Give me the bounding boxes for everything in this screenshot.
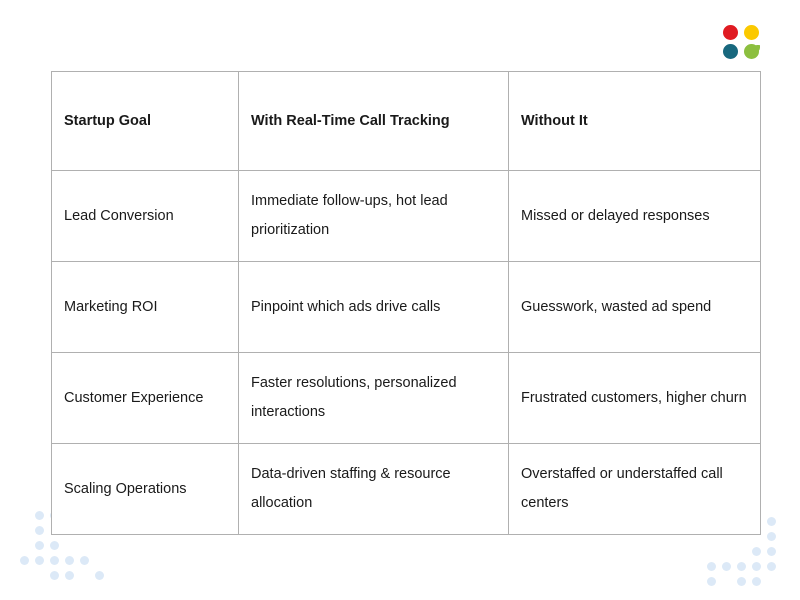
decor-dot — [722, 562, 731, 571]
cell-without: Frustrated customers, higher churn — [508, 352, 761, 444]
decor-dot — [722, 547, 731, 556]
decor-dot — [767, 547, 776, 556]
decor-dot — [737, 562, 746, 571]
comparison-table-container: Startup Goal With Real-Time Call Trackin… — [51, 71, 761, 535]
decor-dot — [80, 556, 89, 565]
decor-dot — [80, 571, 89, 580]
decor-dot — [737, 547, 746, 556]
decor-dot-row — [707, 547, 782, 562]
cell-without: Missed or delayed responses — [508, 170, 761, 262]
decor-dot — [767, 562, 776, 571]
decor-dot — [707, 577, 716, 586]
decor-dot-row — [707, 577, 782, 592]
cell-without: Overstaffed or understaffed call centers — [508, 443, 761, 535]
decor-dot — [65, 541, 74, 550]
decor-dot — [767, 532, 776, 541]
table-row: Scaling Operations Data-driven staffing … — [51, 443, 761, 535]
decor-dot — [707, 562, 716, 571]
decor-dot — [65, 571, 74, 580]
decor-dot-row — [707, 562, 782, 577]
cell-with-tracking: Faster resolutions, personalized interac… — [238, 352, 509, 444]
table-row: Customer Experience Faster resolutions, … — [51, 352, 761, 444]
decor-dot — [752, 562, 761, 571]
table-row: Marketing ROI Pinpoint which ads drive c… — [51, 261, 761, 353]
cell-with-tracking: Pinpoint which ads drive calls — [238, 261, 509, 353]
logo-dot-green — [744, 44, 760, 59]
table-body: Lead Conversion Immediate follow-ups, ho… — [51, 170, 761, 535]
cell-goal: Customer Experience — [51, 352, 239, 444]
table-row: Lead Conversion Immediate follow-ups, ho… — [51, 170, 761, 262]
decor-dot — [50, 571, 59, 580]
decor-dot — [80, 541, 89, 550]
cell-goal: Lead Conversion — [51, 170, 239, 262]
logo-dot-yellow — [744, 25, 759, 40]
decor-dot — [35, 541, 44, 550]
decor-dot — [707, 547, 716, 556]
cell-with-tracking: Immediate follow-ups, hot lead prioritiz… — [238, 170, 509, 262]
decor-dot — [737, 577, 746, 586]
decor-dot — [767, 577, 776, 586]
column-header-with-real-time-call-tracking: With Real-Time Call Tracking — [238, 71, 509, 171]
decor-dot — [50, 556, 59, 565]
cell-goal: Scaling Operations — [51, 443, 239, 535]
decor-dot — [95, 571, 104, 580]
decor-dot — [20, 541, 29, 550]
decor-dot — [722, 577, 731, 586]
decor-dot-row — [20, 571, 110, 586]
decor-dot — [20, 526, 29, 535]
table-header-row: Startup Goal With Real-Time Call Trackin… — [51, 71, 761, 171]
four-dot-logo — [723, 25, 761, 59]
decor-dot — [752, 547, 761, 556]
table-header: Startup Goal With Real-Time Call Trackin… — [51, 71, 761, 171]
column-header-startup-goal: Startup Goal — [51, 71, 239, 171]
decor-dot — [35, 556, 44, 565]
decor-dot — [752, 577, 761, 586]
cell-with-tracking: Data-driven staffing & resource allocati… — [238, 443, 509, 535]
decor-dot — [20, 511, 29, 520]
decor-dot — [35, 511, 44, 520]
logo-dot-teal — [723, 44, 738, 59]
decor-dot — [20, 556, 29, 565]
decor-dot-row — [20, 541, 110, 556]
decor-dot — [35, 526, 44, 535]
decor-dot — [65, 556, 74, 565]
startup-goal-comparison-table: Startup Goal With Real-Time Call Trackin… — [51, 71, 761, 535]
decor-dot — [50, 541, 59, 550]
column-header-without-it: Without It — [508, 71, 761, 171]
decor-dot — [767, 517, 776, 526]
logo-dot-red — [723, 25, 738, 40]
cell-without: Guesswork, wasted ad spend — [508, 261, 761, 353]
decor-dot — [35, 571, 44, 580]
decor-dot-row — [20, 556, 110, 571]
cell-goal: Marketing ROI — [51, 261, 239, 353]
decor-dot — [20, 571, 29, 580]
